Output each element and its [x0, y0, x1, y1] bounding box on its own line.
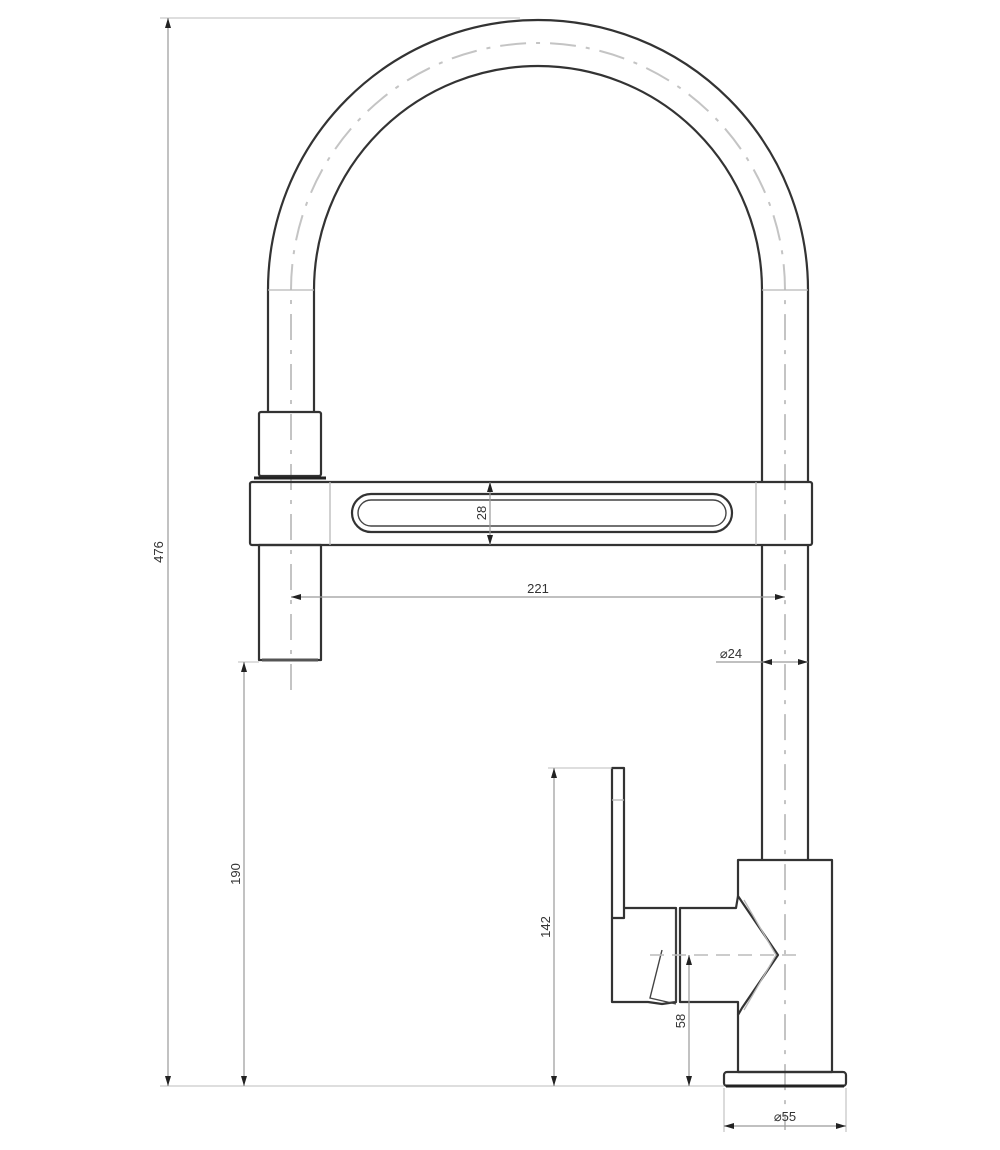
- label-lever-axis-height: 58: [673, 1014, 688, 1028]
- label-slot-height: 28: [474, 506, 489, 520]
- spray-holder-bar: [248, 480, 814, 547]
- label-spout-diameter: ⌀24: [720, 646, 742, 661]
- faucet-body: [678, 858, 848, 1088]
- spout-arc: [266, 18, 810, 1130]
- dimension-spout-reach: 221: [291, 581, 785, 600]
- label-base-diameter: ⌀55: [774, 1109, 796, 1124]
- lever-handle: [610, 766, 800, 1006]
- label-spout-reach: 221: [527, 581, 549, 596]
- dimension-lever-height: 142: [538, 767, 612, 1086]
- dimension-spray-outlet-height: 190: [228, 661, 259, 1086]
- label-total-height: 476: [151, 541, 166, 563]
- dimension-slot-height: 28: [474, 482, 493, 545]
- label-spray-outlet-height: 190: [228, 863, 243, 885]
- dimension-lever-axis-height: 58: [673, 955, 692, 1086]
- dimension-base-diameter: ⌀55: [723, 1088, 847, 1132]
- dimension-total-height: 476: [151, 17, 724, 1087]
- label-lever-height: 142: [538, 916, 553, 938]
- dimension-spout-diameter: ⌀24: [716, 646, 808, 665]
